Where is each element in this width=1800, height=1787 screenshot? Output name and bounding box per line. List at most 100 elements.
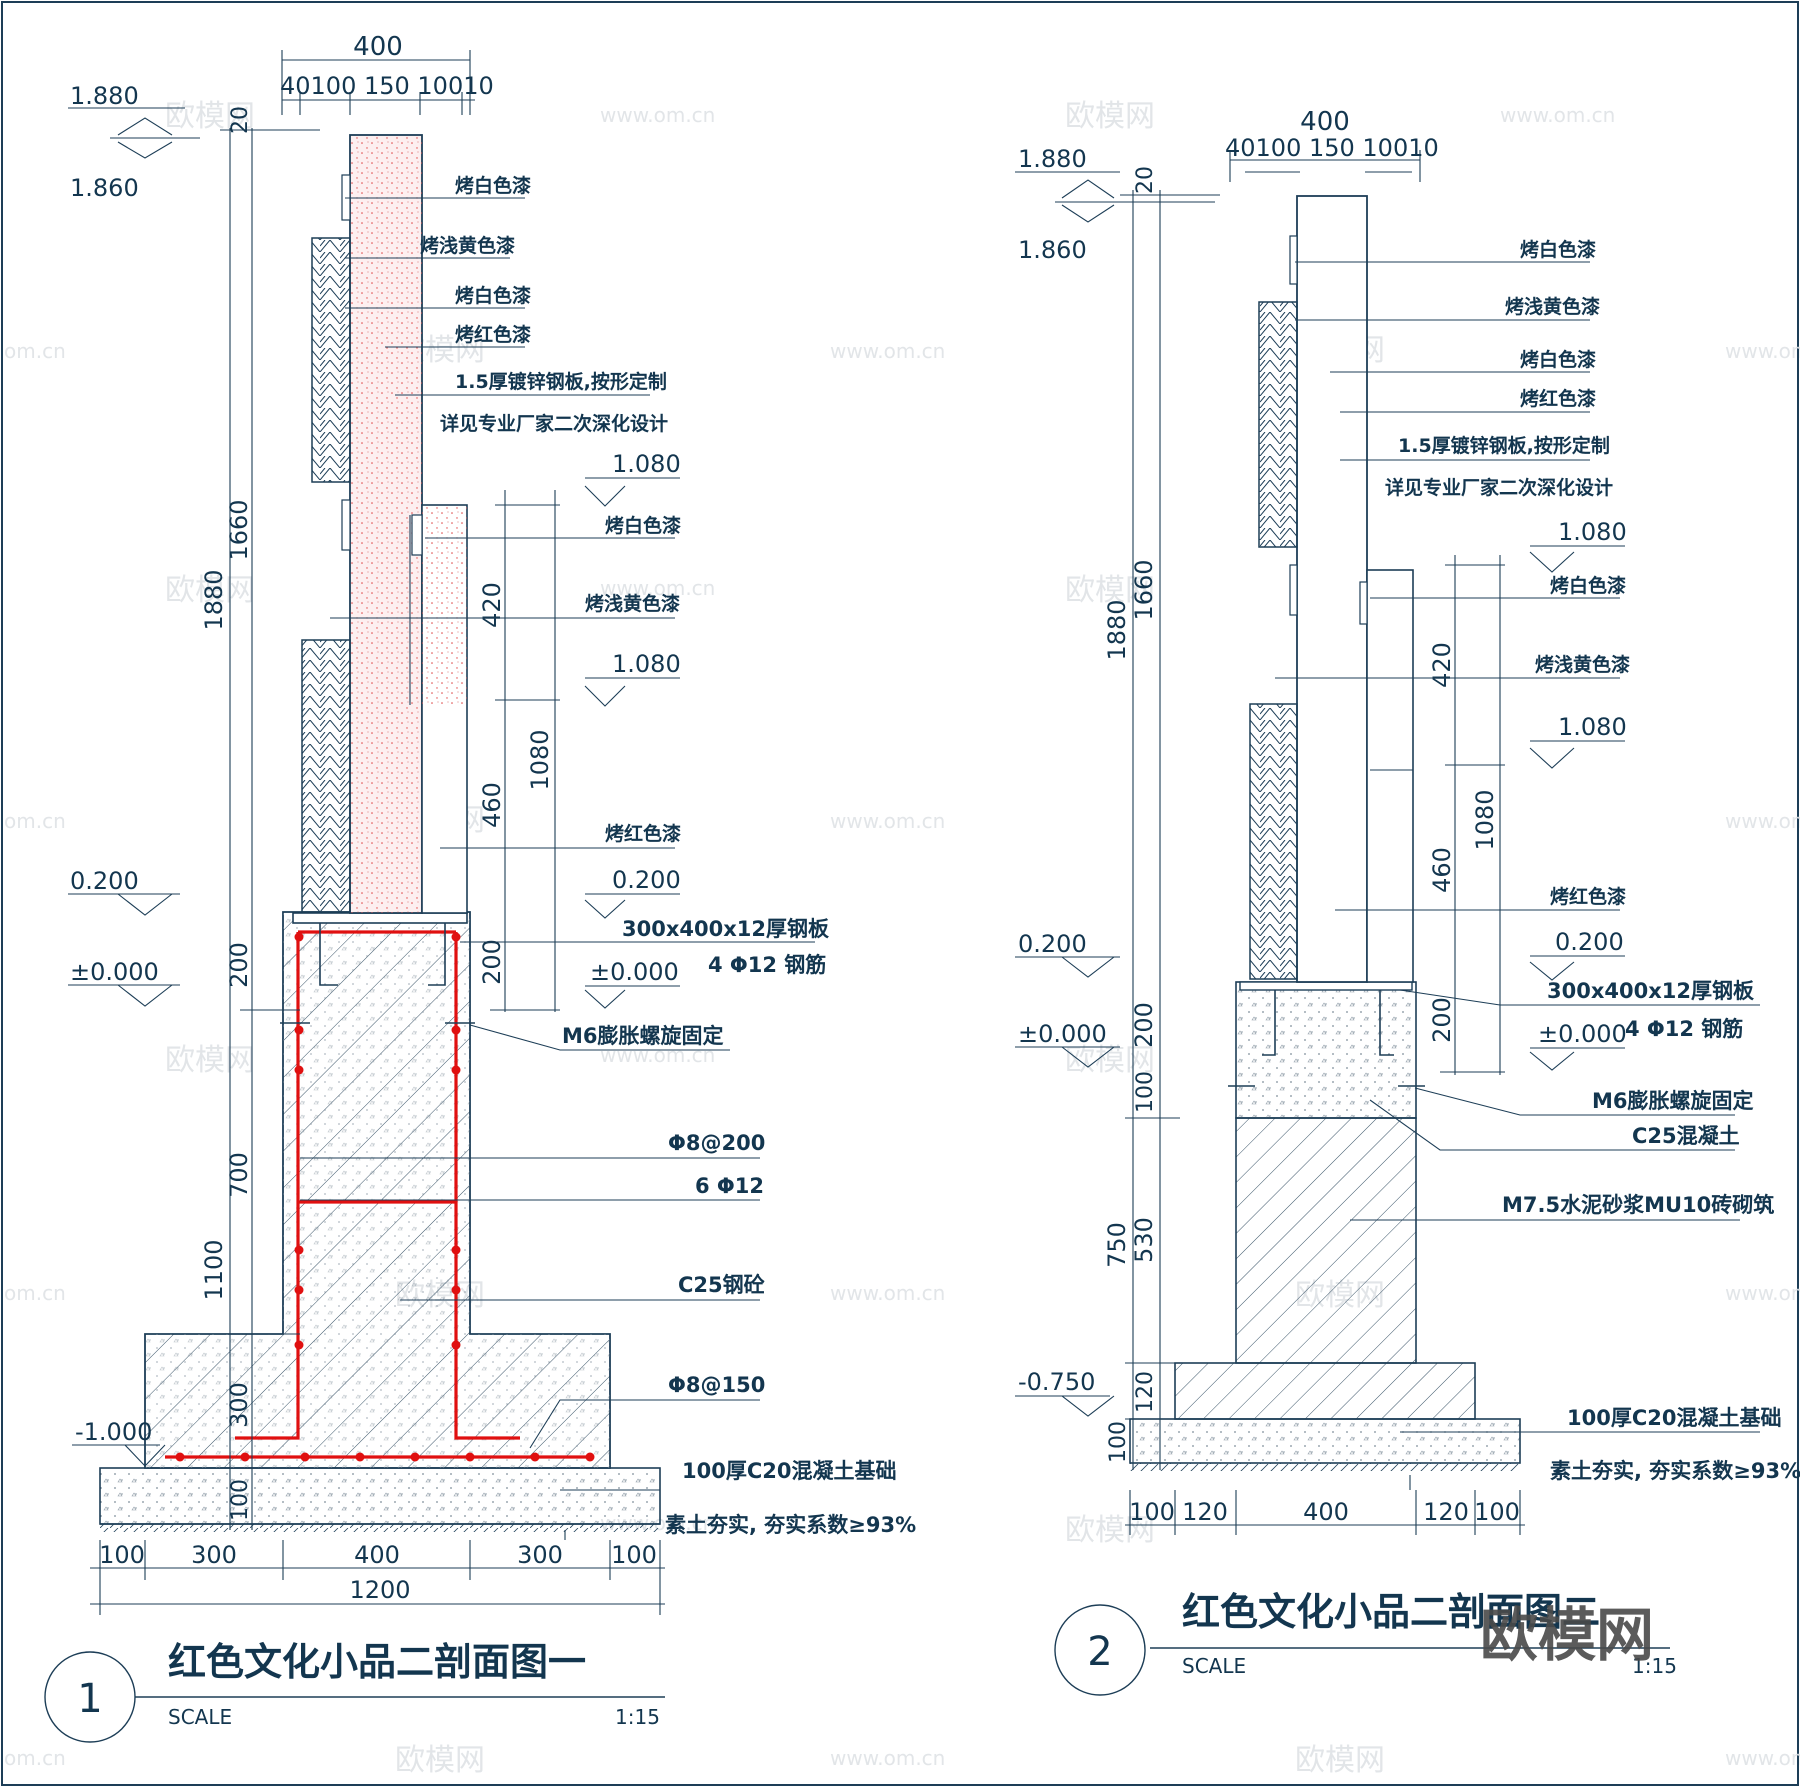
s2-c25-cap xyxy=(1235,981,1417,1119)
s1-level-zero-r: ±0.000 xyxy=(590,958,679,986)
s1-hdim-4: 100 xyxy=(611,1541,657,1569)
watermark-url-short: om.cn xyxy=(4,809,66,833)
s1-dim-1880: 1880 xyxy=(200,569,228,630)
s1-note-11: M6膨胀螺旋固定 xyxy=(562,1024,724,1048)
s2-scale-label: SCALE xyxy=(1182,1654,1246,1678)
s2-dim-20: 20 xyxy=(1133,166,1158,194)
s2-note-7: 烤浅黄色漆 xyxy=(1535,653,1630,676)
watermark-url: www.om.cn xyxy=(830,339,945,363)
s1-dim-1080: 1080 xyxy=(526,729,554,790)
s2-note-4: 1.5厚镀锌钢板,按形定制 xyxy=(1398,434,1610,457)
s2-note-12: C25混凝土 xyxy=(1632,1124,1740,1148)
s2-dim-100a: 100 xyxy=(1133,1071,1158,1113)
watermark-url: www.om.cn xyxy=(1725,339,1800,363)
watermark-brand: 欧模网 xyxy=(165,573,255,608)
watermark-brand: 欧模网 xyxy=(1065,99,1155,134)
s1-note-7: 烤浅黄色漆 xyxy=(585,592,680,615)
s2-dim-1660: 1660 xyxy=(1130,559,1158,620)
s1-hdim-1: 300 xyxy=(191,1541,237,1569)
s2-dim-1880: 1880 xyxy=(1103,599,1131,660)
s2-level-1080a: 1.080 xyxy=(1558,518,1627,546)
s1-note-1: 烤浅黄色漆 xyxy=(420,234,515,257)
s1-level-zero: ±0.000 xyxy=(70,958,159,986)
s2-steel-plate xyxy=(1239,981,1413,991)
s2-note-10: 4 Φ12 钢筋 xyxy=(1625,1017,1743,1041)
s1-vertical-dimensions: 1880 1660 20 200 700 1100 300 100 xyxy=(200,106,320,1530)
section-1: 400 40100 150 10010 1.880 1.860 0.200 ±0… xyxy=(44,32,916,1743)
s1-dim-300: 300 xyxy=(225,1382,253,1428)
watermark-brand: 欧模网 xyxy=(165,1043,255,1078)
s1-level-minus1000: -1.000 xyxy=(75,1418,152,1446)
s2-hdim-1: 120 xyxy=(1182,1498,1228,1526)
s2-level-1880: 1.880 xyxy=(1018,145,1087,173)
section-2: 400 40100 150 10010 1.880 1.860 0.200 ±0… xyxy=(1015,107,1800,1696)
s2-dim-750: 750 xyxy=(1103,1222,1131,1268)
s2-note-3: 烤红色漆 xyxy=(1520,387,1596,410)
s2-note-0: 烤白色漆 xyxy=(1520,238,1596,261)
watermark-url: www.om.cn xyxy=(830,1281,945,1305)
s1-dim-460: 460 xyxy=(478,782,506,828)
s2-note-1: 烤浅黄色漆 xyxy=(1505,295,1600,318)
s1-bottom-dimensions: 100 300 400 300 100 1200 xyxy=(90,1540,665,1615)
s1-hdim-0: 100 xyxy=(99,1541,145,1569)
s1-level-0200r: 0.200 xyxy=(612,866,681,894)
s2-note-8: 烤红色漆 xyxy=(1550,885,1626,908)
s2-dim-420: 420 xyxy=(1428,642,1456,688)
s1-note-8: 烤红色漆 xyxy=(605,822,681,845)
watermark-brand: 欧模网 xyxy=(165,99,255,134)
s2-column-core xyxy=(1296,195,1368,983)
s2-bottom-dimensions: 100 120 400 120 100 xyxy=(1125,1490,1525,1535)
s1-note-3: 烤红色漆 xyxy=(455,323,531,346)
s1-dim-100: 100 xyxy=(228,1479,253,1521)
s2-note-2: 烤白色漆 xyxy=(1520,348,1596,371)
s1-hdim-3: 300 xyxy=(517,1541,563,1569)
s1-brick-cladding-lower xyxy=(301,639,351,913)
s2-brick-cladding-upper xyxy=(1258,301,1298,548)
s2-dim-530: 530 xyxy=(1130,1217,1158,1263)
s2-levels-left: 1.880 1.860 0.200 ±0.000 -0.750 xyxy=(1015,145,1215,1417)
s1-scale-label: SCALE xyxy=(168,1705,232,1729)
s2-note-6: 烤白色漆 xyxy=(1550,574,1626,597)
s2-annotations: 烤白色漆 烤浅黄色漆 烤白色漆 烤红色漆 1.5厚镀锌钢板,按形定制 详见专业厂… xyxy=(1275,238,1800,1490)
s2-hdim-4: 100 xyxy=(1474,1498,1520,1526)
watermark-url-short: om.cn xyxy=(4,339,66,363)
s1-levels-left: 1.880 1.860 0.200 ±0.000 -1.000 xyxy=(68,82,200,1467)
s1-scale-value: 1:15 xyxy=(615,1705,660,1729)
s1-dim-1660: 1660 xyxy=(225,499,253,560)
brand-logo: 欧模网 xyxy=(1480,1601,1654,1669)
s2-dim-400: 400 xyxy=(1300,107,1350,137)
s2-right-dimensions: 420 1080 460 200 1.080 1.080 0.200 ±0.00… xyxy=(1428,518,1627,1075)
watermark-url: www.om.cn xyxy=(1725,1281,1800,1305)
s2-note-14: 100厚C20混凝土基础 xyxy=(1567,1406,1781,1430)
s2-brick-cladding-lower xyxy=(1249,703,1298,980)
s1-dim-20: 20 xyxy=(228,106,253,134)
s1-note-4: 1.5厚镀锌钢板,按形定制 xyxy=(455,370,667,393)
s2-level-minus0750: -0.750 xyxy=(1018,1368,1095,1396)
s1-title-block: 1 红色文化小品二剖面图一 SCALE 1:15 xyxy=(44,1640,665,1743)
s2-title: 红色文化小品二剖面图二 xyxy=(1182,1590,1600,1634)
s1-note-5: 详见专业厂家二次深化设计 xyxy=(440,412,668,435)
s1-compacted-soil xyxy=(100,1524,660,1532)
watermark-url: www.om.cn xyxy=(830,809,945,833)
s2-c20-footing xyxy=(1129,1418,1521,1464)
watermark-url: www.om.cn xyxy=(600,576,715,600)
s2-number: 2 xyxy=(1087,1629,1112,1675)
s1-rebar-dots xyxy=(175,932,595,1462)
s2-level-1860: 1.860 xyxy=(1018,236,1087,264)
s1-annotations: 烤白色漆 烤浅黄色漆 烤白色漆 烤红色漆 1.5厚镀锌钢板,按形定制 详见专业厂… xyxy=(300,174,916,1540)
watermark-brand: 欧模网 xyxy=(395,1743,485,1778)
s2-level-0200: 0.200 xyxy=(1018,930,1087,958)
s1-dim-200b: 200 xyxy=(478,939,506,985)
s1-dim-420: 420 xyxy=(478,582,506,628)
watermark-brand: 欧模网 xyxy=(1065,573,1155,608)
s2-title-block: 2 红色文化小品二剖面图二 SCALE 1:15 xyxy=(1054,1590,1677,1696)
watermark-url: www.om.cn xyxy=(600,103,715,127)
s2-lower-panel xyxy=(1366,569,1414,983)
s2-dim-200b: 200 xyxy=(1428,997,1456,1043)
s1-note-14: C25钢砼 xyxy=(678,1273,766,1297)
s2-note-15: 素土夯实, 夯实系数≥93% xyxy=(1550,1459,1800,1483)
s1-note-13: 6 Φ12 xyxy=(695,1174,764,1198)
s2-dim-460: 460 xyxy=(1428,847,1456,893)
s2-top-dimensions: 400 40100 150 10010 xyxy=(1225,107,1439,182)
